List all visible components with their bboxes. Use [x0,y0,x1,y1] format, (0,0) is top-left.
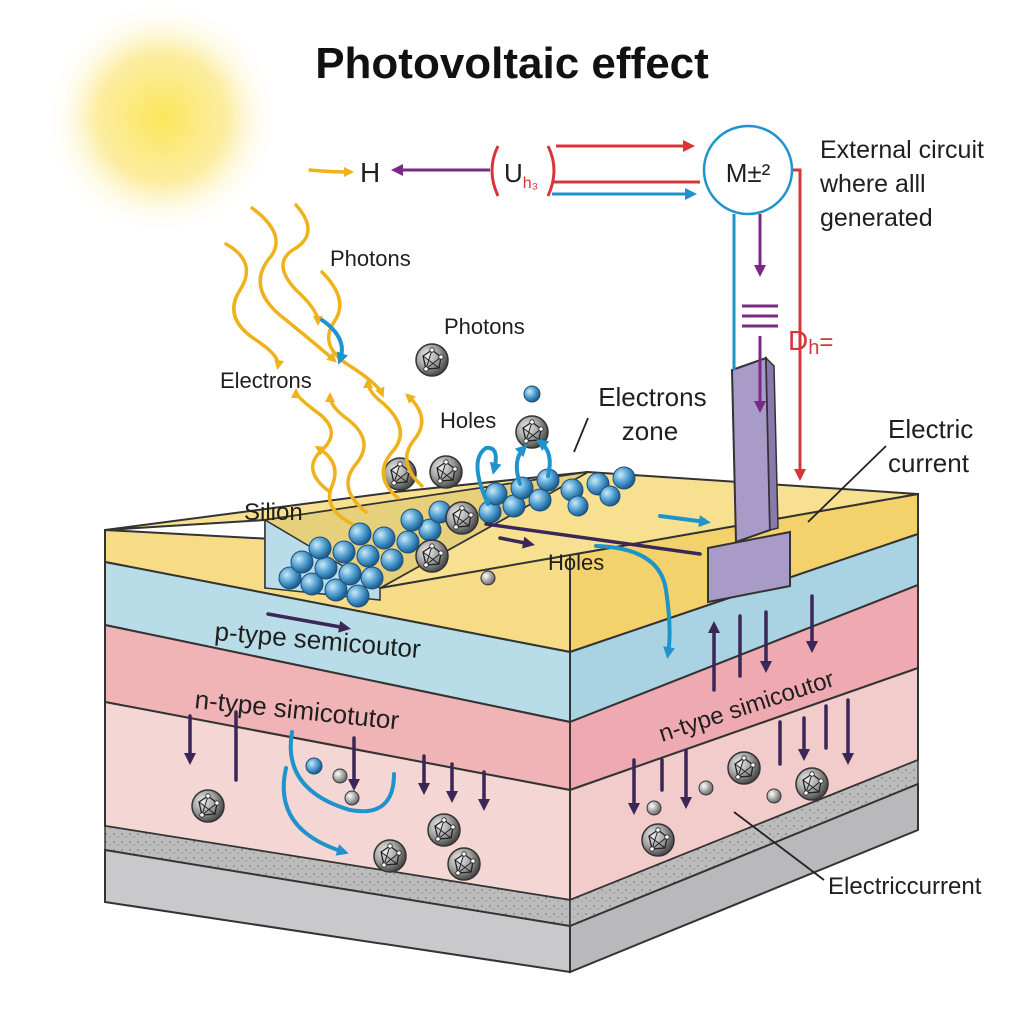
atom-icon [447,847,481,881]
meter-icon [702,124,794,216]
label-electrons-zone: Electrons zone [598,382,714,446]
label-electrons-zone-2: zone [622,416,678,446]
label-electrons: Electrons [220,368,312,393]
label-holes-1: Holes [440,408,496,433]
label-external-circuit: External circuit where alll generated [819,136,991,232]
atoms [191,343,829,881]
atom-icon [415,343,449,377]
label-photons-2: Photons [444,314,525,339]
atom-icon [373,839,407,873]
label-d-sub: h [808,337,819,359]
atom-icon [795,767,829,801]
label-u-main: U [504,158,523,188]
atom-icon [641,823,675,857]
electron-flow-arrows [281,318,711,856]
current-arrows [184,522,854,815]
label-external-circuit-2: where alll [819,170,926,198]
label-electric-current-top-1: Electric [888,414,973,444]
base-side [569,782,919,974]
atom-icon [445,501,479,535]
label-meter: M±² [726,158,771,188]
sun-icon [44,0,280,236]
label-photons-1: Photons [330,246,411,271]
label-external-circuit-3: generated [820,204,933,232]
label-u-sub: h₃ [523,175,538,192]
label-d-eq: = [819,329,833,356]
page-title: Photovoltaic effect [315,39,709,88]
label-h: H [360,157,380,188]
pointer-lines [573,417,887,881]
atom-icon [191,789,225,823]
label-electric-current-top-2: current [888,448,970,478]
label-external-circuit-1: External circuit [820,136,984,164]
photon-arrows [224,166,424,526]
atom-icon [727,751,761,785]
label-holes-2: Holes [548,550,604,575]
label-silicon: Silion [244,499,303,526]
u-bracket [490,145,556,197]
capacitor-icon [742,304,778,328]
label-d: Dh= [788,325,833,359]
label-u: Uh₃ [504,158,538,192]
atom-icon [427,813,461,847]
solar-cell-block [104,470,919,974]
label-electric-current-top: Electric current [888,414,980,478]
atom-icon [415,539,449,573]
label-electric-current-bottom: Electriccurrent [828,873,982,900]
label-electrons-zone-1: Electrons [598,382,706,412]
circuit-wires [391,140,806,481]
atom-icon [429,455,463,489]
label-d-main: D [788,325,808,356]
